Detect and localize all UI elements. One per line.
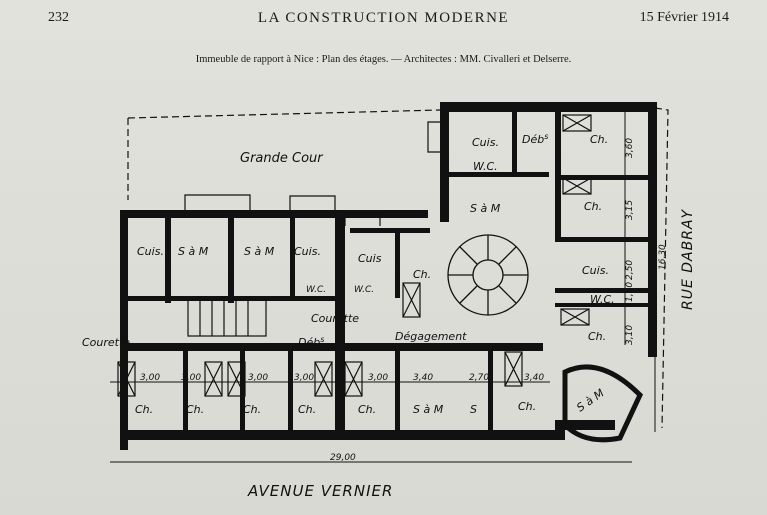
issue-date: 15 Février 1914 bbox=[639, 10, 729, 25]
room-sam-bottom: S à M bbox=[413, 403, 444, 416]
room-wc-2: W.C. bbox=[354, 285, 374, 295]
exterior-walls bbox=[120, 102, 657, 450]
dim-bay-4: 3,00 bbox=[294, 373, 314, 383]
room-ch-right: Ch. bbox=[588, 330, 606, 343]
room-cuis-1: Cuis. bbox=[137, 245, 164, 258]
room-wc-right: W.C. bbox=[590, 293, 615, 306]
dim-total-width: 29,00 bbox=[330, 453, 356, 463]
room-sam-round: S à M bbox=[574, 386, 607, 414]
room-ch-3: Ch. bbox=[243, 403, 261, 416]
dim-bay-3: 3,00 bbox=[248, 373, 268, 383]
room-ch-top-1: Ch. bbox=[590, 133, 608, 146]
room-wc-1: W.C. bbox=[306, 285, 326, 295]
room-sam-top: S à M bbox=[470, 202, 501, 215]
room-cuis-top: Cuis. bbox=[472, 136, 499, 149]
dim-bay-2: 3,00 bbox=[181, 373, 201, 383]
dim-right-5: 3,10 bbox=[625, 325, 635, 345]
room-sam-2: S à M bbox=[244, 245, 275, 258]
page-number: 232 bbox=[48, 10, 69, 25]
round-dining-room-walls bbox=[562, 364, 644, 443]
courette-left-label: Courette bbox=[82, 336, 130, 349]
interior-walls bbox=[128, 112, 648, 438]
room-ch-6: Ch. bbox=[518, 400, 536, 413]
dim-bay-8: 3,40 bbox=[524, 373, 544, 383]
room-cuis-right: Cuis. bbox=[582, 264, 609, 277]
avenue-vernier-label: AVENUE VERNIER bbox=[247, 482, 393, 500]
room-ch-1: Ch. bbox=[135, 403, 153, 416]
service-staircase bbox=[187, 299, 267, 337]
dimension-lines bbox=[110, 108, 656, 463]
debarras-label-2: Débs bbox=[522, 132, 548, 146]
dim-bay-5: 3,00 bbox=[368, 373, 388, 383]
property-line-top bbox=[127, 109, 441, 119]
room-ch-2: Ch. bbox=[186, 403, 204, 416]
grande-cour-label: Grande Cour bbox=[240, 151, 324, 166]
room-ch-4: Ch. bbox=[298, 403, 316, 416]
dim-right-1: 3,60 bbox=[625, 138, 635, 158]
room-wc-top: W.C. bbox=[473, 160, 498, 173]
balconies bbox=[184, 121, 440, 226]
room-ch-stair: Ch. bbox=[413, 268, 431, 281]
dim-bay-6: 3,40 bbox=[413, 373, 433, 383]
room-ch-5: Ch. bbox=[358, 403, 376, 416]
courette-center-label: Courette bbox=[311, 312, 359, 325]
figure-caption: Immeuble de rapport à Nice : Plan des ét… bbox=[195, 54, 572, 65]
room-ch-top-2: Ch. bbox=[584, 200, 602, 213]
dim-right-2: 3,15 bbox=[625, 200, 635, 220]
dim-right-4: 1,00 bbox=[625, 282, 635, 302]
spiral-staircase bbox=[447, 234, 529, 316]
dim-bay-7: 2,70 bbox=[469, 373, 489, 383]
chimney-flues bbox=[117, 114, 592, 397]
rue-dabray-label: RUE DABRAY bbox=[680, 208, 696, 310]
dim-bay-1: 3,00 bbox=[140, 373, 160, 383]
room-sam-1: S à M bbox=[178, 245, 209, 258]
journal-title: LA CONSTRUCTION MODERNE bbox=[257, 10, 510, 26]
degagement-label: Dégagement bbox=[395, 330, 467, 343]
debarras-label-1: Débs bbox=[298, 335, 324, 349]
room-cuis-2: Cuis. bbox=[294, 245, 321, 258]
room-s-bottom: S bbox=[470, 403, 477, 416]
room-cuis-3: Cuis bbox=[358, 252, 382, 265]
dim-right-3: 2,50 bbox=[625, 260, 635, 280]
property-line-right bbox=[654, 107, 669, 429]
dim-depth: 16,30 bbox=[658, 244, 668, 270]
